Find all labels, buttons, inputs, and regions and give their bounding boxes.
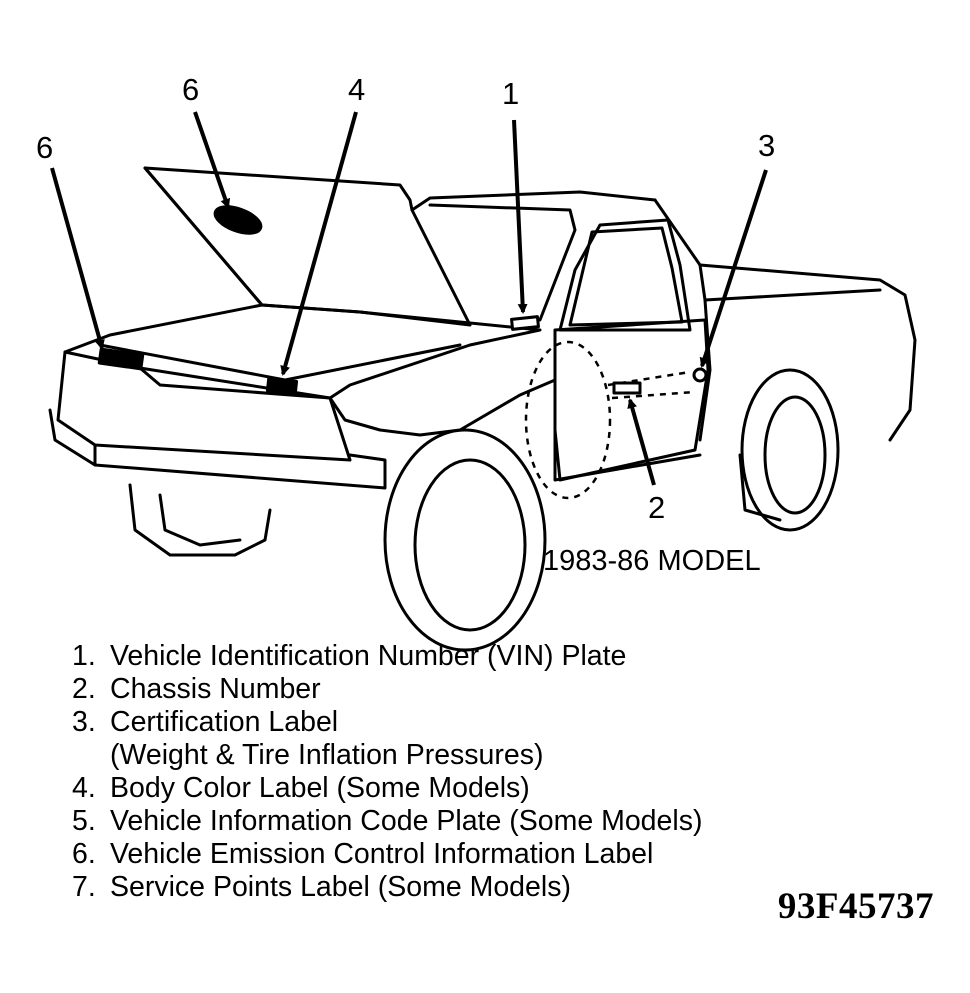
legend-text: Vehicle Emission Control Information Lab… — [110, 838, 654, 870]
legend-text: Service Points Label (Some Models) — [110, 871, 571, 903]
legend-number: 2. — [72, 673, 96, 705]
figure-id: 93F45737 — [777, 886, 934, 927]
door-window — [558, 218, 692, 332]
label-4-patch — [265, 377, 299, 395]
legend-text: (Weight & Tire Inflation Pressures) — [110, 739, 544, 771]
hood-top — [63, 303, 542, 400]
callout-2: 2 — [648, 490, 665, 525]
truck-drawing — [48, 166, 917, 652]
label-1-patch — [510, 315, 540, 331]
open-hood — [143, 166, 472, 327]
cab-roof — [410, 190, 657, 212]
legend-item: 4. Body Color Label (Some Models) — [72, 772, 702, 805]
leader-2 — [627, 398, 656, 486]
label-3-patch — [692, 367, 708, 383]
callout-4: 4 — [348, 72, 365, 107]
legend-text: Vehicle Identification Number (VIN) Plat… — [110, 640, 627, 672]
legend-item: 7. Service Points Label (Some Models) — [72, 871, 702, 904]
front-wheel — [383, 428, 547, 652]
leader-3 — [699, 169, 768, 368]
hidden-lines — [524, 340, 696, 500]
legend-number: 3. — [72, 706, 96, 738]
legend-item: 2. Chassis Number — [72, 673, 702, 706]
legend-item: 3. Certification Label — [72, 706, 702, 739]
label-6-left-patch — [97, 347, 145, 371]
leader-6-left — [50, 167, 105, 350]
legend-item-continuation: (Weight & Tire Inflation Pressures) — [72, 739, 702, 772]
legend-item: 1. Vehicle Identification Number (VIN) Pl… — [72, 640, 702, 673]
legend-text: Body Color Label (Some Models) — [110, 772, 530, 804]
leader-6-hood — [193, 111, 231, 209]
callout-6-hood: 6 — [182, 72, 199, 107]
model-caption: 1983-86 MODEL — [543, 545, 761, 577]
label-6-hood-patch — [213, 205, 263, 235]
leader-1 — [512, 119, 528, 314]
callout-1: 1 — [502, 76, 519, 111]
legend-text: Vehicle Information Code Plate (Some Mod… — [110, 805, 703, 837]
legend-number: 6. — [72, 838, 96, 870]
front-face — [56, 350, 352, 462]
truck-bed — [698, 263, 917, 442]
legend-text: Chassis Number — [110, 673, 321, 705]
leader-lines — [50, 111, 768, 486]
legend-item: 5. Vehicle Information Code Plate (Some M… — [72, 805, 702, 838]
legend-number: 7. — [72, 871, 96, 903]
callout-6-left: 6 — [36, 130, 53, 165]
legend-list: 1. Vehicle Identification Number (VIN) Pl… — [72, 640, 702, 904]
legend-number: 4. — [72, 772, 96, 804]
legend-item: 6. Vehicle Emission Control Information L… — [72, 838, 702, 871]
callout-3: 3 — [758, 128, 775, 163]
legend-number: 1. — [72, 640, 96, 672]
bumper — [48, 408, 387, 490]
leader-4 — [280, 111, 358, 376]
label-2-patch — [612, 381, 642, 395]
left-front-tire — [128, 483, 272, 557]
legend-text: Certification Label — [110, 706, 339, 738]
legend-number: 5. — [72, 805, 96, 837]
